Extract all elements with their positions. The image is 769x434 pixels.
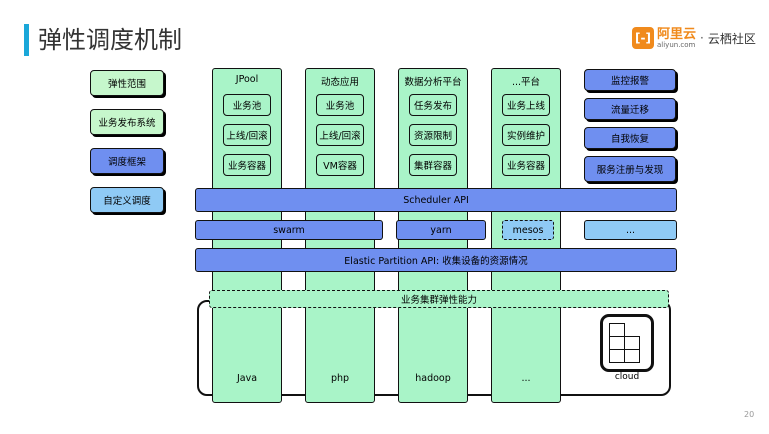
logo-cn-text: 阿里云 <box>657 26 697 42</box>
column-item: 任务发布 <box>409 94 457 116</box>
column-item: 资源限制 <box>409 124 457 146</box>
aliyun-logo: [-] 阿里云 aliyun.com · 云栖社区 <box>632 26 756 50</box>
column-footer: Java <box>236 373 258 384</box>
container-grid-icon <box>226 318 274 366</box>
aliyun-logo-icon: [-] <box>632 27 654 49</box>
column-item: 业务上线 <box>502 94 550 116</box>
container-grid-icon <box>412 318 460 366</box>
scheduler-other: ... <box>584 220 677 240</box>
column-title: 动态应用 <box>320 77 359 88</box>
column-item: 业务池 <box>223 94 271 116</box>
cloud-label: cloud <box>614 372 640 382</box>
column-title: ...平台 <box>511 77 541 88</box>
logo-separator: · <box>700 31 704 45</box>
cluster-elasticity-bar: 业务集群弹性能力 <box>209 290 669 308</box>
column-item: 业务池 <box>316 94 364 116</box>
column-item: VM容器 <box>316 154 364 176</box>
column-item: 实例维护 <box>502 124 550 146</box>
column-title: JPool <box>235 74 259 85</box>
left-label-custom-scheduling: 自定义调度 <box>90 187 164 213</box>
column-footer: ... <box>521 373 531 384</box>
column-footer: php <box>330 373 350 384</box>
scheduler-swarm: swarm <box>195 220 383 240</box>
column-item: 业务容器 <box>223 154 271 176</box>
cloud-block <box>600 314 654 372</box>
column-item: 上线/回滚 <box>316 124 364 146</box>
column-item: 集群容器 <box>409 154 457 176</box>
page-number: 20 <box>744 410 755 419</box>
right-label-traffic-migration: 流量迁移 <box>584 98 676 120</box>
container-grid-icon <box>319 318 367 366</box>
scheduler-mesos: mesos <box>502 220 554 240</box>
logo-sub-text: 云栖社区 <box>707 31 756 46</box>
column-item: 上线/回滚 <box>223 124 271 146</box>
left-label-scheduling-framework: 调度框架 <box>90 148 164 174</box>
left-label-elastic-range: 弹性范围 <box>90 70 164 96</box>
scheduler-yarn: yarn <box>396 220 486 240</box>
page-title: 弹性调度机制 <box>38 26 182 54</box>
scheduler-api-bar: Scheduler API <box>195 188 677 212</box>
right-label-self-recovery: 自我恢复 <box>584 127 676 149</box>
logo-en-text: aliyun.com <box>657 40 696 49</box>
left-label-release-system: 业务发布系统 <box>90 109 164 135</box>
title-accent-bar <box>24 24 29 56</box>
right-label-monitoring-alert: 监控报警 <box>584 69 676 91</box>
column-footer: hadoop <box>415 373 451 384</box>
elastic-partition-api-bar: Elastic Partition API: 收集设备的资源情况 <box>195 248 677 272</box>
container-grid-icon <box>505 318 553 366</box>
column-item: 业务容器 <box>502 154 550 176</box>
right-label-service-registry: 服务注册与发现 <box>584 156 676 182</box>
column-title: 数据分析平台 <box>404 77 462 88</box>
